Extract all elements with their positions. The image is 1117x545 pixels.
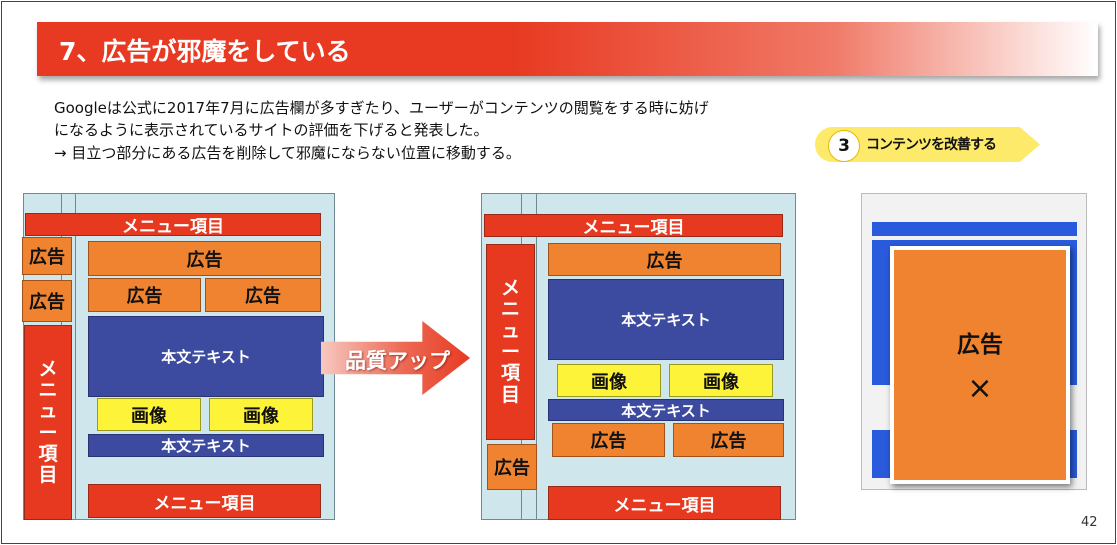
after-menu-bottom: メニュー項目 — [548, 486, 781, 520]
before-menu-bottom: メニュー項目 — [88, 484, 321, 518]
mobile-header-bar — [872, 222, 1077, 236]
slide-title: 7、広告が邪魔をしている — [59, 37, 351, 66]
after-ad-right: 広告 — [673, 423, 784, 457]
before-image-1: 画像 — [97, 398, 201, 431]
char: ュ — [500, 319, 520, 342]
close-x-icon: × — [967, 370, 993, 406]
step-badge: 3 コンテンツを改善する — [815, 127, 1040, 162]
interstitial-ad: 広告 × — [890, 246, 1070, 484]
before-body-text-2: 本文テキスト — [88, 434, 324, 457]
description-line-1: Googleは公式に2017年7月に広告欄が多すぎたり、ユーザーがコンテンツの閲… — [54, 99, 709, 117]
layout-after-divider — [536, 194, 537, 519]
after-image-1: 画像 — [557, 364, 661, 397]
before-ad-side-2: 広告 — [22, 280, 72, 322]
char: ー — [38, 421, 58, 444]
before-image-2: 画像 — [209, 398, 313, 431]
char: ー — [500, 341, 520, 363]
step-label: コンテンツを改善する — [866, 137, 997, 153]
before-menu-top: メニュー項目 — [25, 213, 321, 237]
after-menu-top: メニュー項目 — [484, 214, 783, 238]
before-body-text: 本文テキスト — [88, 316, 324, 397]
char: ニ — [38, 378, 58, 401]
after-image-2: 画像 — [669, 364, 773, 397]
char: 項 — [38, 442, 58, 465]
description-line-2: になるように表示されているサイトの評価を下げると発表した。 — [54, 121, 489, 139]
after-ad-wide: 広告 — [548, 243, 781, 276]
title-bar: 7、広告が邪魔をしている — [37, 22, 1098, 76]
char: 目 — [38, 464, 58, 487]
description-line-3: → 目立つ部分にある広告を削除して邪魔にならない位置に移動する。 — [54, 144, 521, 162]
after-menu-vertical: メ ニ ュ ー 項 目 — [486, 244, 535, 440]
char: 項 — [500, 362, 520, 385]
step-number: 3 — [828, 130, 860, 162]
interstitial-ad-label: 広告 — [957, 331, 1003, 358]
char: メ — [500, 277, 520, 300]
char: 目 — [500, 383, 520, 406]
before-ad-wide: 広告 — [88, 241, 321, 276]
before-ad-left: 広告 — [88, 278, 201, 312]
char: ニ — [500, 298, 520, 321]
layout-before-divider — [75, 194, 76, 519]
after-ad-left: 広告 — [552, 423, 665, 457]
after-body-text: 本文テキスト — [548, 279, 784, 360]
after-ad-side: 広告 — [487, 444, 537, 490]
page-number: 42 — [1081, 515, 1098, 530]
before-ad-right: 広告 — [205, 278, 321, 312]
quality-up-label: 品質アップ — [345, 349, 450, 373]
char: ュ — [38, 400, 58, 423]
char: メ — [38, 357, 58, 380]
before-menu-vertical: メ ニ ュ ー 項 目 — [24, 325, 72, 520]
after-body-text-2: 本文テキスト — [548, 399, 784, 421]
before-ad-side-1: 広告 — [22, 237, 72, 275]
